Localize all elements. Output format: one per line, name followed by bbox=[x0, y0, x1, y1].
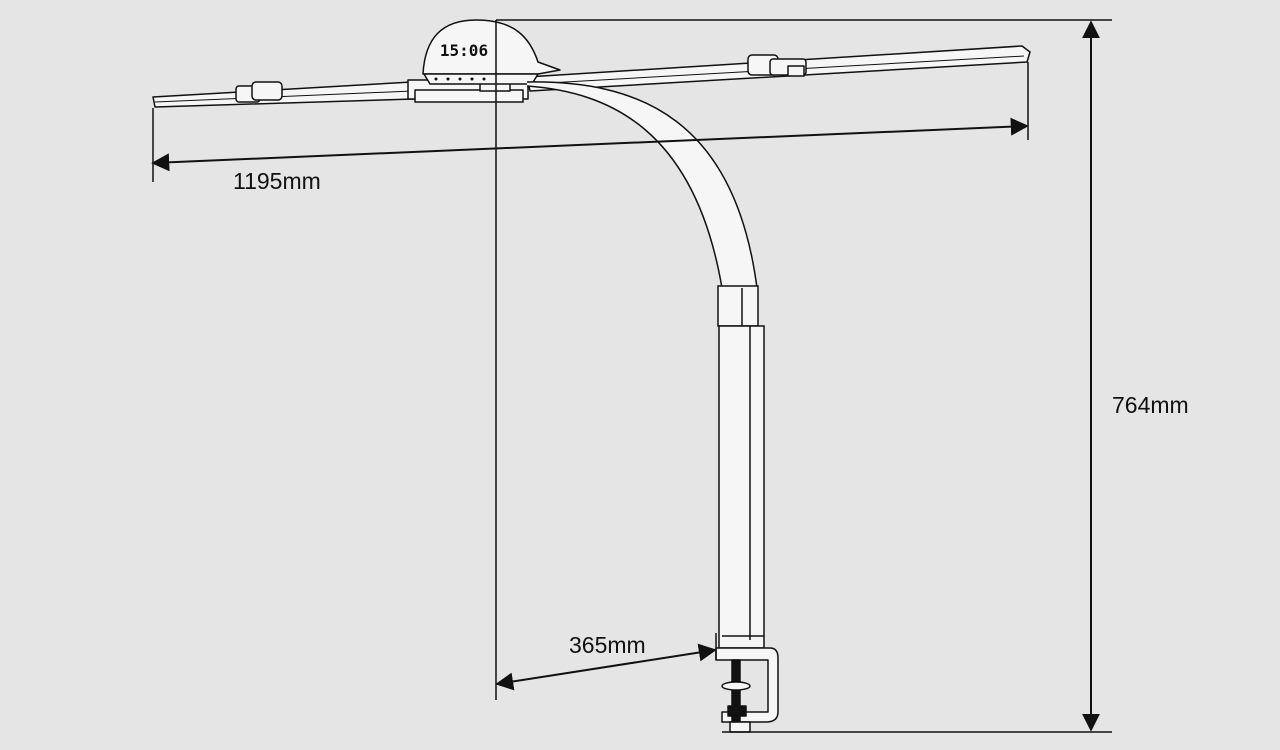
width-dimension-label: 1195mm bbox=[233, 168, 321, 194]
reach-dimension-label: 365mm bbox=[569, 632, 646, 658]
desk-clamp bbox=[715, 647, 779, 733]
height-dimension-label: 764mm bbox=[1112, 392, 1189, 418]
width-dimension-line bbox=[151, 117, 1029, 172]
upright-pole bbox=[718, 325, 765, 649]
reach-dimension-line bbox=[495, 643, 717, 691]
control-buttons bbox=[434, 77, 486, 81]
curved-arm bbox=[526, 81, 758, 289]
lamp-arm bbox=[526, 81, 765, 649]
control-dome bbox=[422, 19, 561, 75]
arm-collar bbox=[717, 285, 759, 327]
left-light-bar bbox=[152, 81, 415, 108]
dimension-lines bbox=[151, 19, 1112, 733]
clock-display: 15:06 bbox=[440, 41, 488, 60]
